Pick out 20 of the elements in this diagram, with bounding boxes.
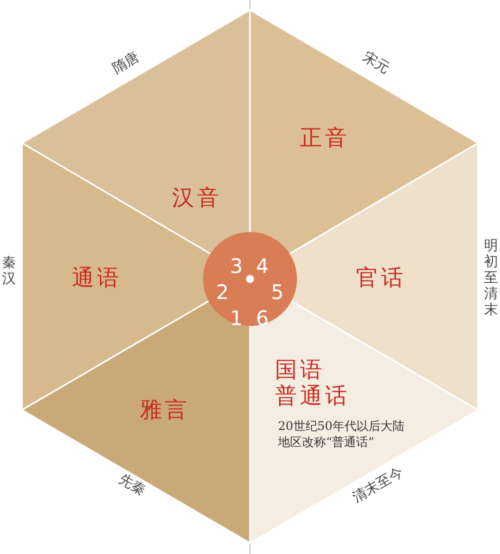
period-label: 先秦 [116,472,148,498]
circle-number: 3 [230,256,243,276]
segment-title: 普通话 [275,386,350,408]
period-label: 隋唐 [110,50,142,76]
period-label: 清末至今 [350,464,406,506]
segment-title: 雅言 [140,400,190,422]
period-label: 宋元 [360,50,392,76]
circle-number: 4 [256,256,269,276]
segment-title: 正音 [300,128,350,150]
circle-number: 5 [271,282,284,302]
circle-number: 1 [230,308,243,328]
segment-title: 官话 [356,268,406,290]
circle-number: 2 [216,282,229,302]
segment-title: 通语 [72,268,122,290]
segment-title: 汉音 [172,188,222,210]
segment-title: 国语 [275,360,325,382]
period-label: 明初至清末 [484,238,498,318]
circle-number: 6 [256,308,269,328]
period-label: 秦汉 [2,255,16,288]
note-text: 20世纪50年代以后大陆地区改称“普通话” [278,418,406,450]
